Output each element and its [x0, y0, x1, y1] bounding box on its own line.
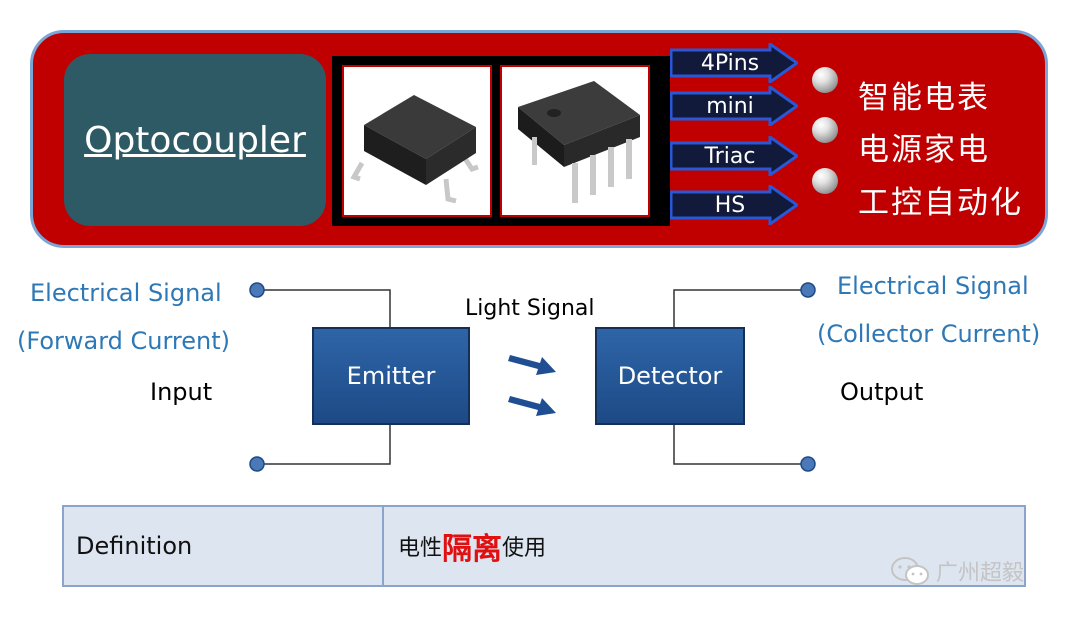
bullet-icon	[812, 67, 838, 93]
product-photo-frame	[332, 56, 670, 226]
emitter-block: Emitter	[312, 327, 470, 425]
light-arrow-icon	[508, 396, 556, 416]
light-arrow-icon	[508, 355, 556, 375]
input-terminal-bottom	[249, 456, 265, 472]
output-label: Output	[840, 378, 924, 406]
input-label: Input	[150, 378, 213, 406]
application-power-appliance: 电源家电	[858, 132, 990, 168]
package-tag-label: HS	[714, 192, 746, 218]
watermark: 广州超毅	[890, 554, 1024, 588]
package-tag-label: mini	[706, 93, 754, 119]
smd-package-photo	[342, 65, 492, 217]
dip-package-photo	[500, 65, 650, 217]
package-tag-triac: Triac	[670, 136, 798, 176]
package-tag-4pins: 4Pins	[670, 43, 798, 83]
input-signal-sublabel: (Forward Current)	[17, 327, 231, 355]
package-tag-label: 4Pins	[700, 50, 760, 76]
definition-value-post: 使用	[502, 536, 547, 561]
output-terminal-top	[800, 282, 816, 298]
output-signal-sublabel: (Collector Current)	[817, 320, 1041, 348]
package-tag-mini: mini	[670, 86, 798, 126]
wechat-icon	[891, 557, 929, 585]
output-terminal-bottom	[800, 456, 816, 472]
bullet-icon	[812, 168, 838, 194]
package-tag-label: Triac	[704, 143, 756, 169]
definition-value-pre: 电性	[398, 536, 443, 561]
watermark-text: 广州超毅	[936, 561, 1025, 586]
definition-label: Definition	[64, 507, 384, 585]
detector-block: Detector	[595, 327, 745, 425]
input-terminal-top	[249, 282, 265, 298]
application-smart-meter: 智能电表	[858, 80, 990, 116]
bullet-icon	[812, 117, 838, 143]
light-signal-label: Light Signal	[465, 296, 595, 321]
package-tag-hs: HS	[670, 185, 798, 225]
application-industrial-automation: 工控自动化	[858, 185, 1023, 221]
output-signal-label: Electrical Signal	[837, 272, 1029, 300]
optocoupler-title: Optocoupler	[84, 119, 306, 161]
definition-value-emphasis: 隔离	[442, 532, 503, 567]
input-signal-label: Electrical Signal	[30, 279, 222, 307]
definition-table: Definition 电性隔离使用	[62, 505, 1026, 587]
optocoupler-title-box: Optocoupler	[64, 54, 326, 226]
definition-value: 电性隔离使用	[398, 507, 546, 585]
